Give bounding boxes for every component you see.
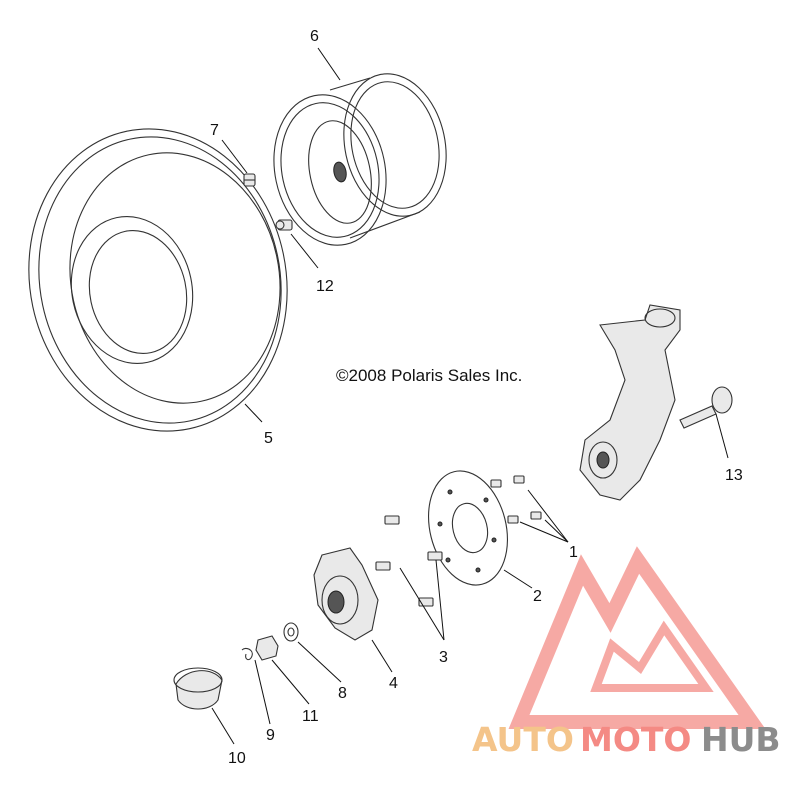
lug-nut: [243, 173, 256, 187]
callout-5: 5: [264, 430, 273, 447]
disc-bolts: [490, 475, 542, 524]
cotter-pin: [241, 647, 253, 661]
valve-stem: [275, 219, 293, 231]
steering-knuckle: [579, 304, 681, 501]
hub-cap: [173, 667, 223, 710]
callout-11: 11: [302, 708, 319, 725]
callout-3: 3: [439, 649, 448, 666]
callout-7: 7: [210, 122, 219, 139]
callout-numbers: 6 7 12 5 13 1 2 3 4 8 11 9 10: [210, 28, 743, 767]
callout-2: 2: [533, 588, 542, 605]
watermark-text: AUTO MOTO HUB: [472, 720, 781, 759]
tire: [28, 128, 288, 432]
watermark-moto: MOTO: [580, 720, 691, 759]
callout-9: 9: [266, 727, 275, 744]
washer: [283, 622, 299, 642]
copyright-notice: ©2008 Polaris Sales Inc.: [336, 366, 522, 385]
callout-10: 10: [228, 750, 246, 767]
watermark-auto: AUTO: [472, 720, 574, 759]
callout-8: 8: [338, 685, 347, 702]
callout-13: 13: [725, 467, 743, 484]
callout-12: 12: [316, 278, 334, 295]
watermark-logo: [508, 546, 766, 729]
callout-1: 1: [569, 544, 578, 561]
leader-lines: [211, 47, 729, 745]
callout-4: 4: [389, 675, 398, 692]
brake-disc: [427, 470, 509, 586]
axle-stub: [679, 386, 733, 429]
rim: [273, 73, 447, 246]
callout-6: 6: [310, 28, 319, 45]
watermark-hub: HUB: [701, 720, 781, 759]
hub-studs: [375, 515, 443, 607]
wheel-hub: [313, 547, 379, 641]
castle-nut: [255, 635, 279, 661]
